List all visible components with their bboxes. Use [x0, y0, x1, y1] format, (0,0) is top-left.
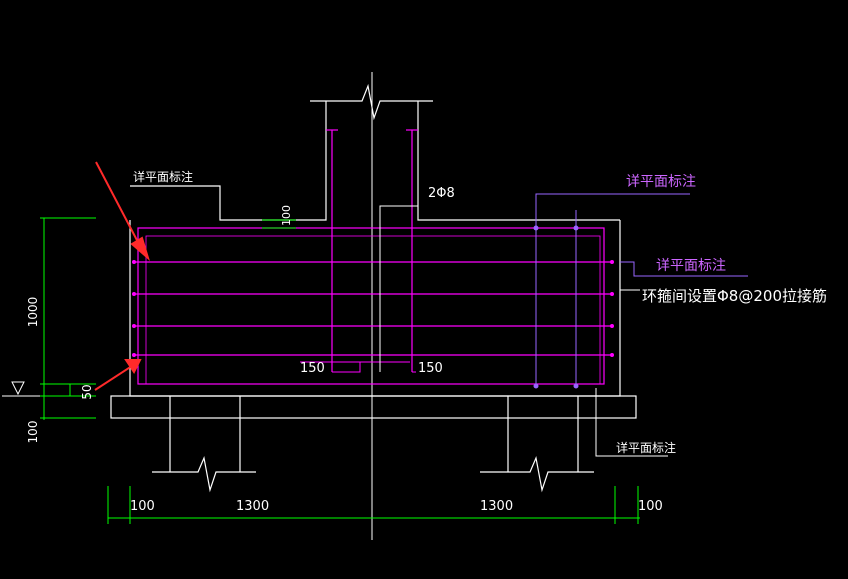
rebar-dots: [132, 260, 614, 357]
dim-bottom-1300-right: 1300: [480, 499, 513, 514]
dimension-lines: [40, 217, 640, 524]
note-right-mid: 详平面标注: [656, 258, 726, 274]
stirrup-outer: [137, 227, 605, 385]
dim-100-top: 100: [280, 205, 293, 226]
rebar-2phi8-label: 2Φ8: [428, 186, 455, 201]
dim-bottom-100-left: 100: [130, 499, 155, 514]
elevation-triangle-icon: [2, 381, 40, 397]
note-bottom-right: 详平面标注: [616, 440, 676, 455]
beam-outline: [110, 220, 637, 419]
column-outline: [130, 83, 620, 221]
dim-vertical-50: 50: [80, 384, 94, 399]
dim-vertical-1000: 1000: [26, 297, 40, 328]
note-top-left: 详平面标注: [133, 169, 193, 184]
pile-right-outline: [480, 396, 594, 493]
dim-150-right: 150: [418, 361, 443, 376]
stirrup-inner: [145, 235, 601, 385]
dim-bottom-1300-left: 1300: [236, 499, 269, 514]
note-top-right: 详平面标注: [626, 174, 696, 190]
tie-note: 环箍间设置Φ8@200拉接筋: [642, 287, 827, 305]
rebar-cage: [134, 129, 612, 385]
dim-bottom-100-right: 100: [638, 499, 663, 514]
tie-bars: [533, 193, 748, 389]
dim-vertical-100: 100: [26, 421, 40, 444]
dim-150-left: 150: [300, 361, 325, 376]
pile-left-outline: [152, 396, 256, 493]
red-arrow-icon: [94, 161, 150, 391]
leader-lines: [379, 205, 668, 457]
